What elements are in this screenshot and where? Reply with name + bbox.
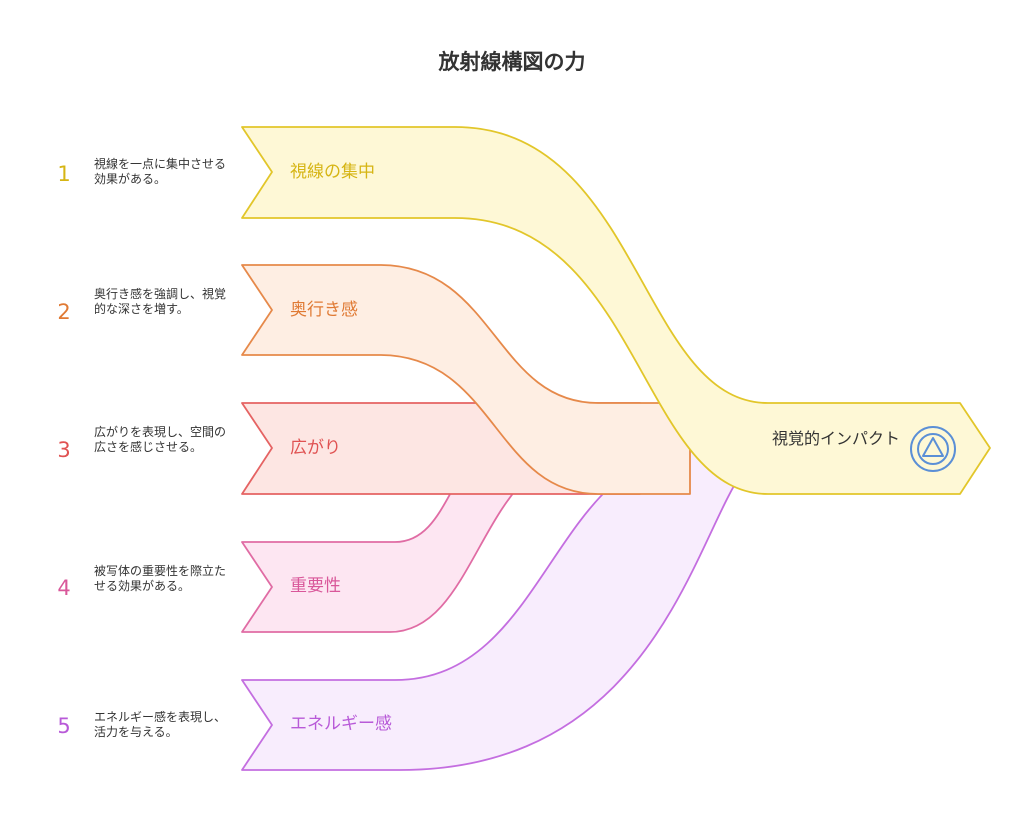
step-5-label: エネルギー感 (290, 714, 392, 734)
step-4-description: 被写体の重要性を際立たせる効果がある。 (94, 564, 227, 593)
step-3-number: 3 (57, 438, 71, 462)
step-4-label: 重要性 (290, 576, 341, 596)
step-2-label: 奥行き感 (290, 300, 358, 320)
step-3-label: 広がり (290, 438, 341, 458)
page-title: 放射線構図の力 (438, 50, 586, 74)
stream-2-band (241, 264, 691, 495)
step-4-number: 4 (57, 576, 71, 600)
step-2-number: 2 (57, 300, 71, 324)
stream-1-band (241, 126, 991, 495)
triangle-in-circle-icon (910, 426, 956, 472)
step-1-label: 視線の集中 (290, 162, 375, 182)
step-2-description: 奥行き感を強調し、視覚的な深さを増す。 (94, 287, 227, 316)
step-1-number: 1 (57, 162, 71, 186)
output-label: 視覚的インパクト (771, 429, 900, 448)
step-3-description: 広がりを表現し、空間の広さを感じさせる。 (94, 425, 227, 454)
step-1-description: 視線を一点に集中させる効果がある。 (94, 157, 227, 186)
step-5-description: エネルギー感を表現し、活力を与える。 (94, 710, 227, 739)
step-5-number: 5 (57, 714, 71, 738)
